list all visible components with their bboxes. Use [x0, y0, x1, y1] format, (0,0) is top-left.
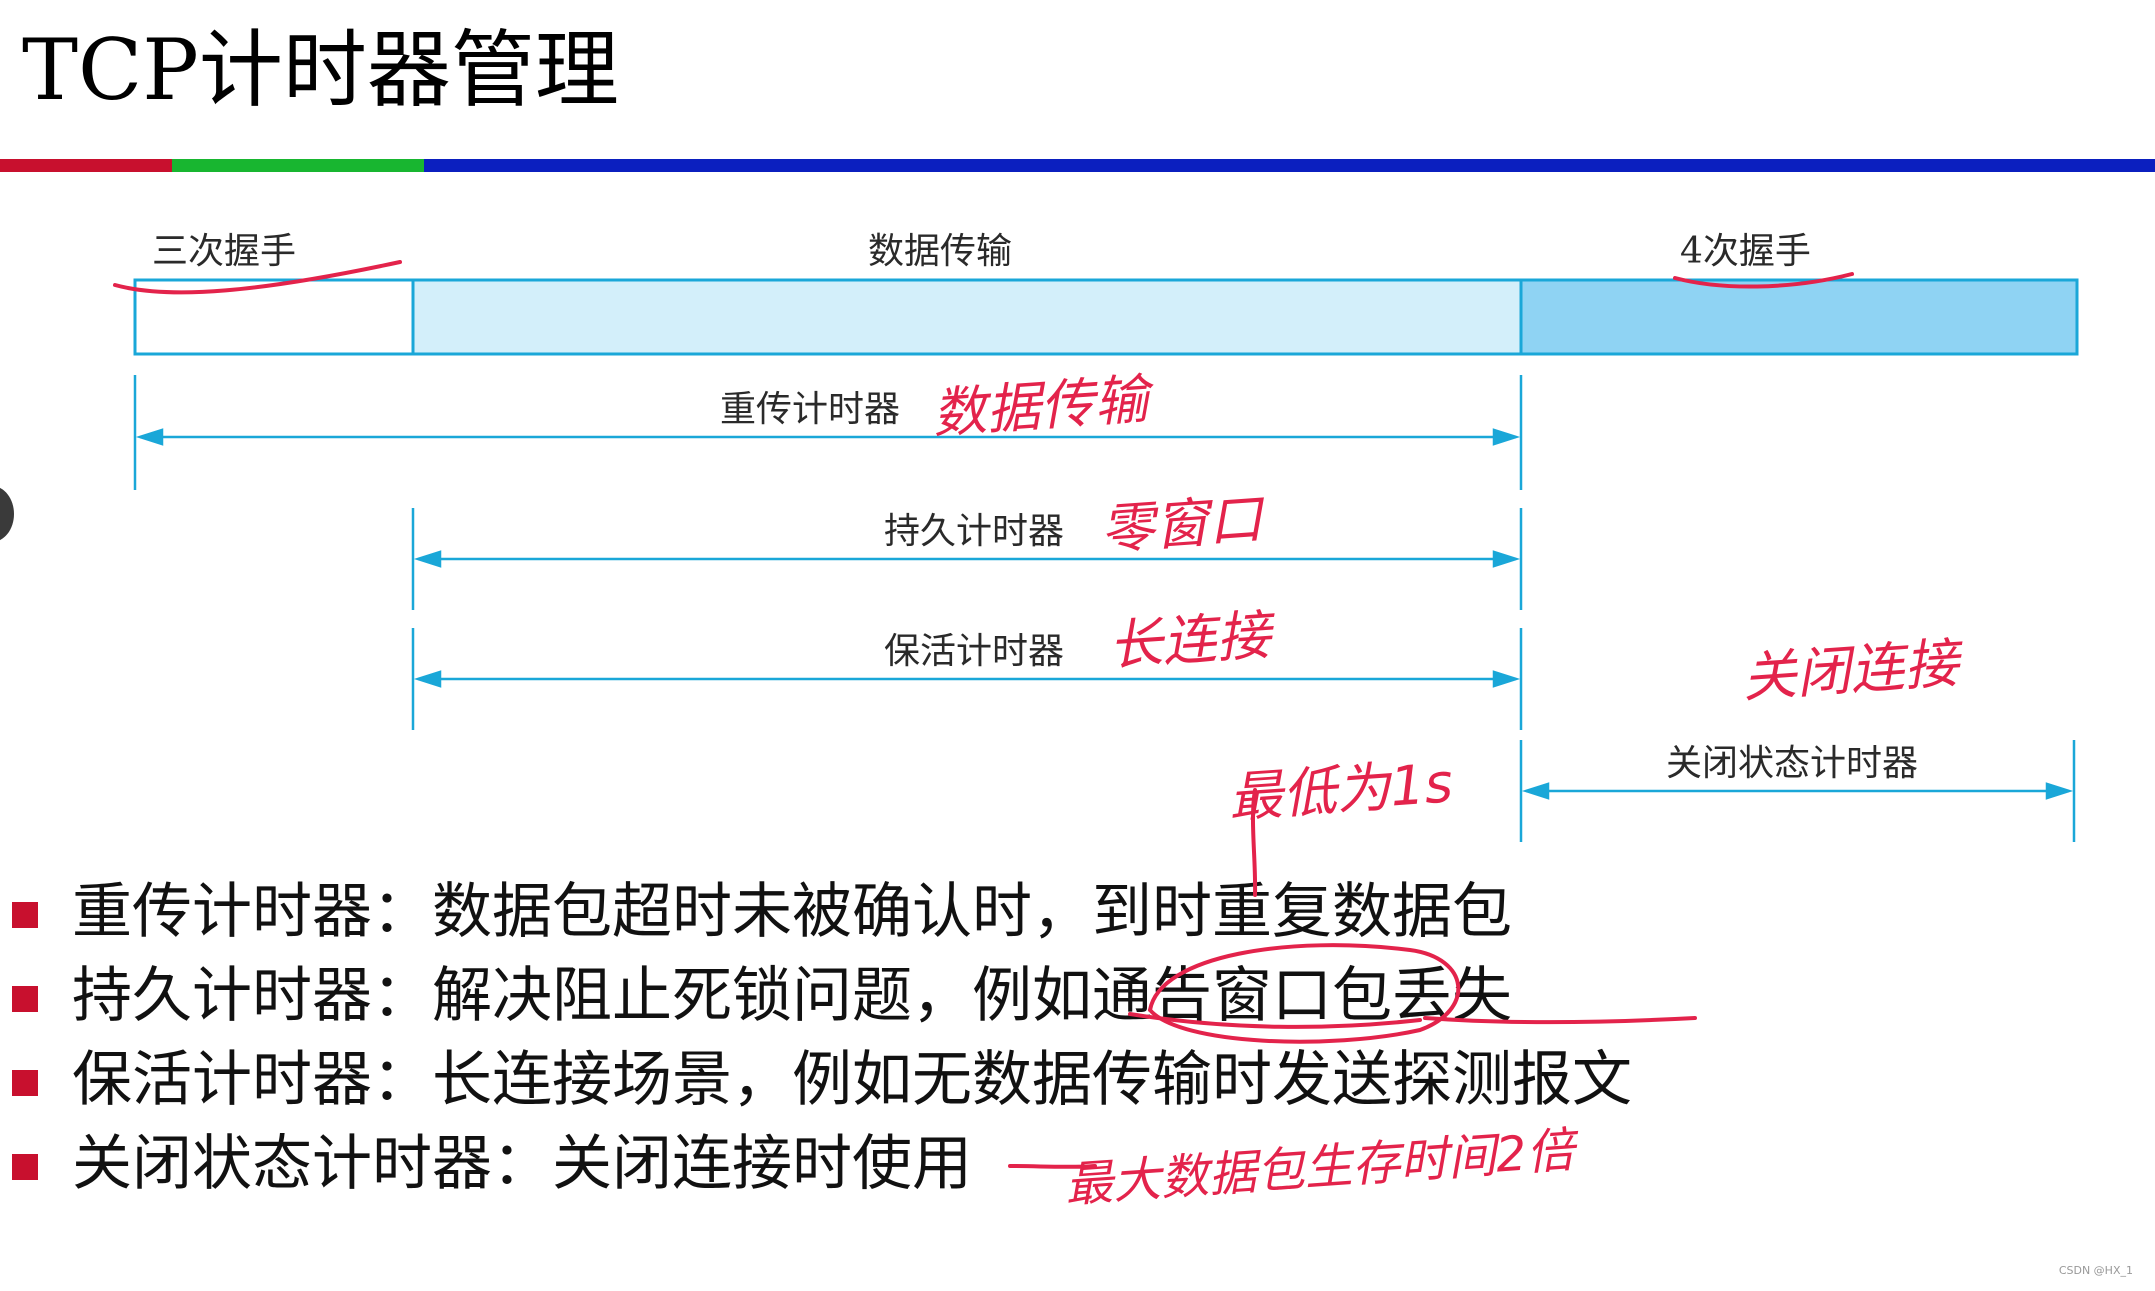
side-handle [0, 486, 14, 542]
bullet-square-icon [12, 1154, 38, 1180]
phase-box-handshake [133, 278, 415, 356]
page-title: TCP计时器管理 [22, 21, 619, 119]
phase-label-transfer: 数据传输 [868, 231, 1013, 272]
note-keepalive: 长连接 [1106, 603, 1273, 678]
title-rule-blue [424, 159, 2155, 172]
bullet-text: 持久计时器：解决阻止死锁问题，例如通告窗口包丢失 [72, 961, 1512, 1031]
bullet-item: 保活计时器：长连接场景，例如无数据传输时发送探测报文 [12, 1038, 2112, 1122]
bullet-square-icon [12, 986, 38, 1012]
timer-bullet-list: 重传计时器：数据包超时未被确认时，到时重复数据包 持久计时器：解决阻止死锁问题，… [12, 870, 2112, 1206]
timer-diagram: 三次握手 数据传输 4次握手 重传计时器 持久计时器 保活计时器 关闭状态计时器… [0, 190, 2155, 870]
close-timer-label: 关闭状态计时器 [1666, 743, 1919, 784]
bullet-text: 关闭状态计时器：关闭连接时使用 [72, 1129, 972, 1199]
note-retransmit: 数据传输 [930, 367, 1151, 446]
watermark-credit: CSDN @HX_1 [2058, 1264, 2133, 1277]
bullet-item: 持久计时器：解决阻止死锁问题，例如通告窗口包丢失 [12, 954, 2112, 1038]
bullet-text: 保活计时器：长连接场景，例如无数据传输时发送探测报文 [72, 1045, 1632, 1115]
persist-timer-label: 持久计时器 [884, 511, 1065, 552]
bullet-item: 关闭状态计时器：关闭连接时使用 [12, 1122, 2112, 1206]
phase-box-close [1519, 278, 2079, 356]
bullet-item: 重传计时器：数据包超时未被确认时，到时重复数据包 [12, 870, 2112, 954]
retransmit-timer-label: 重传计时器 [720, 389, 901, 430]
bullet-square-icon [12, 902, 38, 928]
timer-diagram-svg [133, 278, 2079, 842]
title-rule-red [0, 159, 172, 172]
phase-label-handshake: 三次握手 [152, 231, 297, 272]
phase-label-close: 4次握手 [1680, 231, 1811, 272]
title-rule-green [172, 159, 424, 172]
bullet-text: 重传计时器：数据包超时未被确认时，到时重复数据包 [72, 877, 1512, 947]
bullet-square-icon [12, 1070, 38, 1096]
phase-box-transfer [411, 278, 1523, 356]
keepalive-timer-label: 保活计时器 [884, 631, 1065, 672]
note-minimum: 最低为1s [1226, 751, 1455, 830]
note-close: 关闭连接 [1740, 631, 1961, 710]
note-persist: 零窗口 [1098, 487, 1265, 562]
